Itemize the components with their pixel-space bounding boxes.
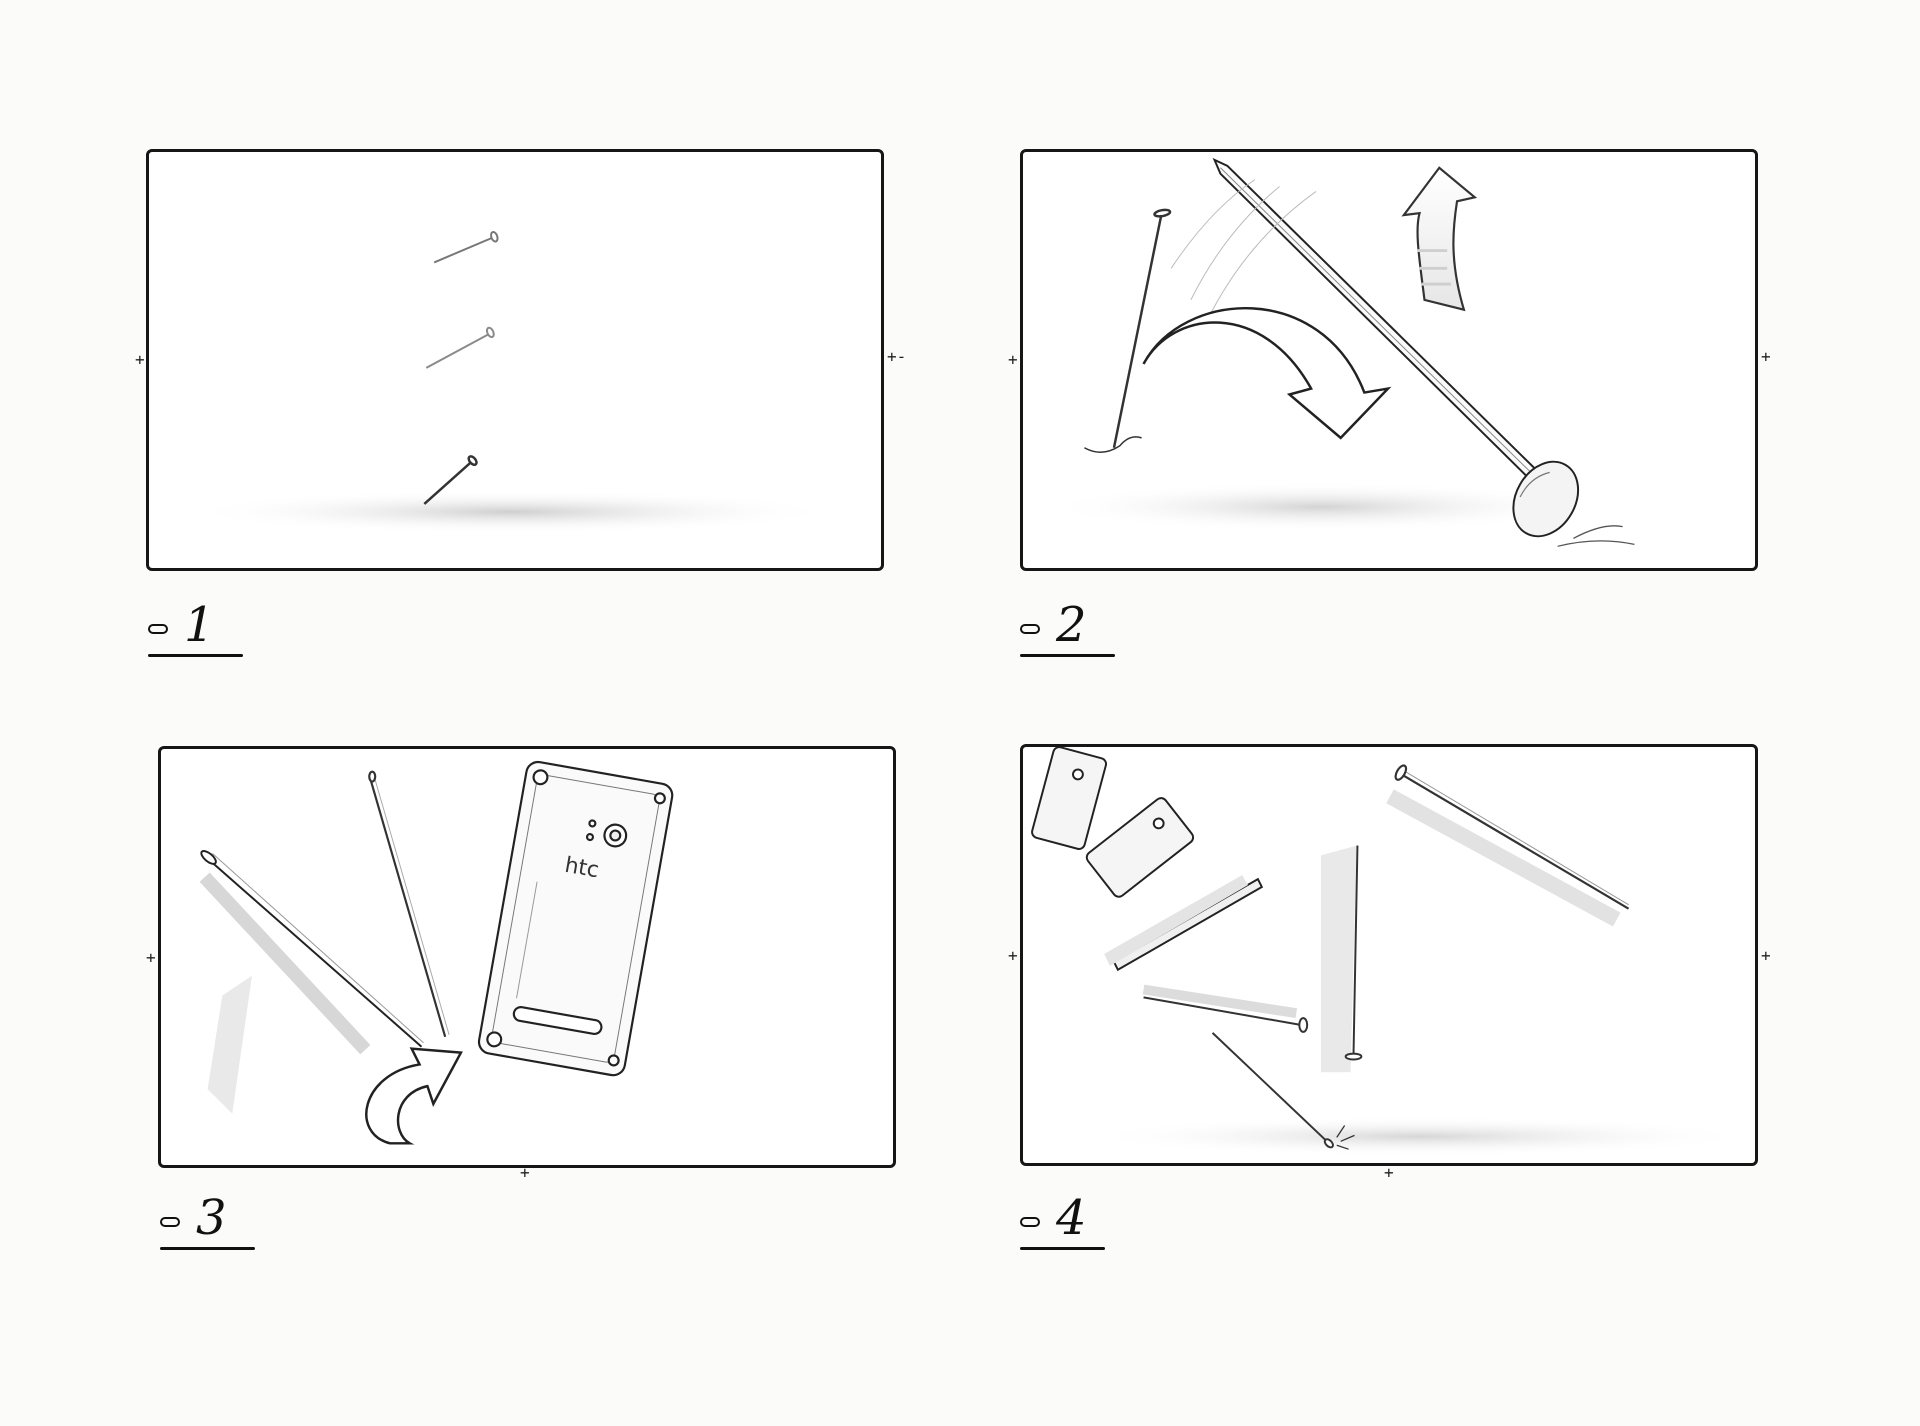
big-pin	[1212, 157, 1635, 547]
frame-3: htc	[158, 746, 896, 1168]
frame-4-label: 4	[1020, 1188, 1105, 1250]
frame-4	[1020, 744, 1758, 1166]
frame-number: 4	[1056, 1190, 1087, 1246]
small-pin	[1084, 208, 1172, 453]
phone-3	[1104, 875, 1264, 972]
phone-1	[1031, 747, 1108, 850]
motion-blur	[207, 975, 252, 1114]
phone-brand: htc	[563, 853, 601, 884]
pin-flat	[1142, 984, 1309, 1033]
register-mark: +	[1761, 347, 1771, 366]
frame-1	[146, 149, 884, 571]
bullet-icon	[1020, 623, 1040, 634]
phone-2	[1085, 797, 1195, 898]
bullet-icon	[1020, 1216, 1040, 1227]
pin-standing	[1320, 845, 1363, 1073]
register-mark: +	[1761, 946, 1771, 965]
frame-1-label: 1	[148, 595, 243, 657]
frame-4-drawing	[1031, 747, 1755, 1157]
ground-shadow	[185, 490, 837, 534]
register-mark: +	[520, 1163, 530, 1182]
pin-middle	[425, 326, 495, 369]
pin-bottom	[423, 455, 478, 505]
frame-1-drawing	[185, 231, 837, 534]
pin-falling	[1211, 1032, 1355, 1150]
swing-arrow	[1142, 306, 1392, 440]
register-mark: +	[1008, 946, 1018, 965]
frame-2-drawing	[1044, 157, 1635, 547]
frame-3-label: 3	[160, 1188, 255, 1250]
register-mark: +	[135, 350, 145, 369]
pin-left	[199, 849, 424, 1055]
frame-3-drawing: htc	[199, 760, 674, 1145]
frame-number: 1	[184, 597, 215, 653]
register-mark: +	[146, 948, 156, 967]
phone: htc	[477, 760, 674, 1077]
bullet-icon	[160, 1216, 180, 1227]
bullet-icon	[148, 623, 168, 634]
motion-lines	[1170, 179, 1317, 320]
pin-top	[433, 231, 499, 264]
flip-arrow	[365, 1047, 463, 1145]
register-mark: +	[1008, 350, 1018, 369]
frame-number: 3	[196, 1190, 227, 1246]
pin-long	[1386, 764, 1630, 927]
frame-number: 2	[1056, 597, 1087, 653]
ground-shadow	[1044, 482, 1597, 532]
register-mark: +-	[887, 347, 907, 366]
up-arrow	[1401, 166, 1478, 312]
register-mark: +	[1384, 1163, 1394, 1182]
ground-shadow	[1084, 1116, 1755, 1157]
frame-2	[1020, 149, 1758, 571]
pin-middle	[368, 770, 450, 1038]
frame-2-label: 2	[1020, 595, 1115, 657]
